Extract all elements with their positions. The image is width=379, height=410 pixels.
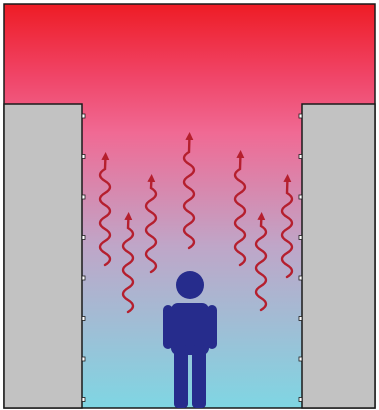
wall-marker-left [82, 195, 85, 199]
wall-marker-right [299, 155, 302, 159]
wall-marker-left [82, 114, 85, 118]
wall-marker-right [299, 236, 302, 240]
wall-marker-right [299, 114, 302, 118]
wall-left [4, 104, 82, 408]
wall-marker-right [299, 276, 302, 280]
wall-right [302, 104, 375, 408]
wall-marker-right [299, 317, 302, 321]
wall-marker-left [82, 398, 85, 402]
wall-marker-right [299, 398, 302, 402]
wall-marker-left [82, 155, 85, 159]
wall-marker-right [299, 357, 302, 361]
wall-marker-left [82, 276, 85, 280]
wall-marker-left [82, 357, 85, 361]
wall-marker-left [82, 317, 85, 321]
wall-marker-right [299, 195, 302, 199]
wall-marker-left [82, 236, 85, 240]
